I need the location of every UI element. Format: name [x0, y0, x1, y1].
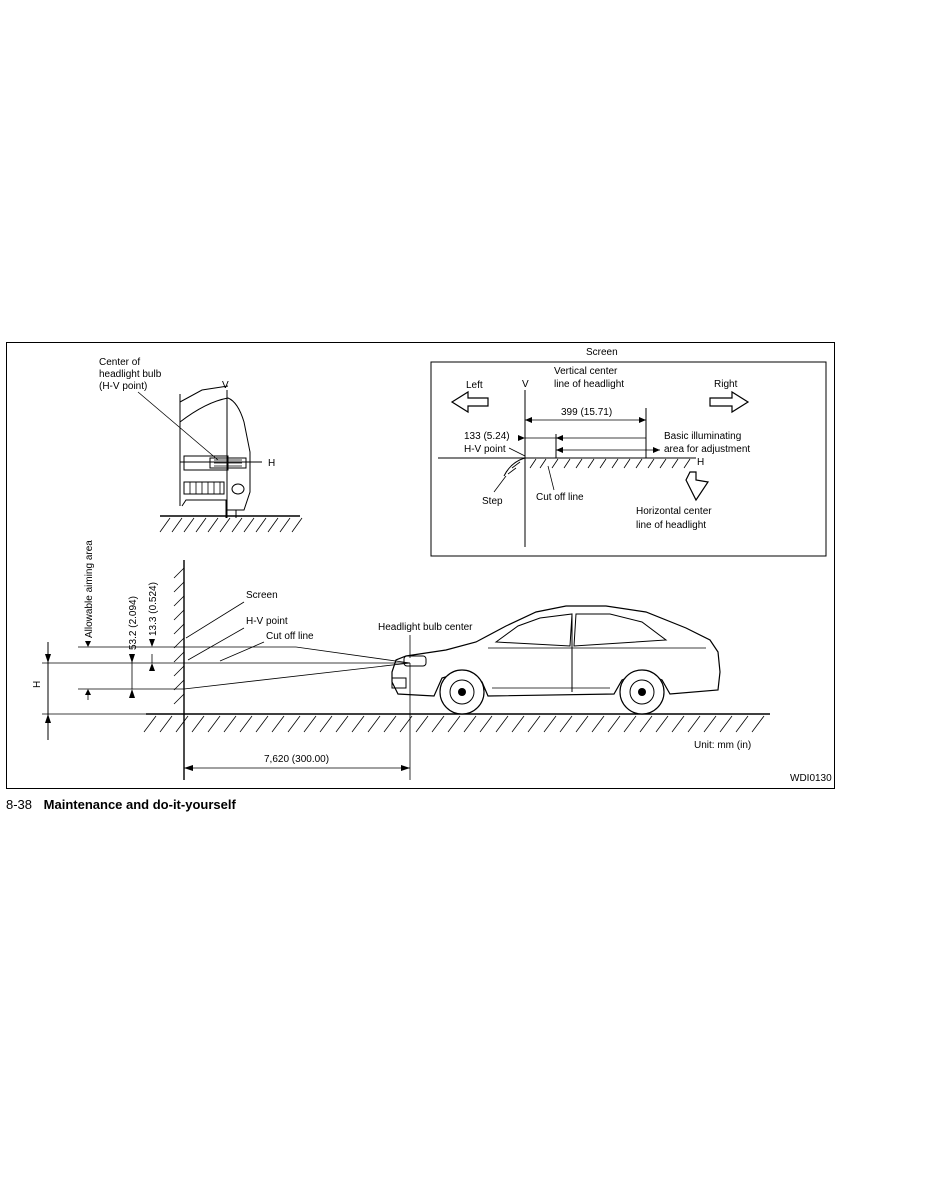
dim-13: 13.3 (0.524): [148, 582, 159, 636]
figure-frame: [6, 342, 835, 789]
center-label-line2: headlight bulb: [99, 369, 162, 380]
dim-53: 53.2 (2.094): [128, 596, 139, 650]
inset-h-label: H: [697, 457, 704, 468]
sedan-outline: [391, 605, 721, 697]
front-view: Center of headlight bulb (H-V point) V H: [99, 357, 303, 533]
inset-cut-off-line: Cut off line: [536, 492, 584, 503]
allowable-aiming-area: Allowable aiming area: [84, 540, 95, 638]
basic-area-line1: Basic illuminating: [664, 431, 741, 442]
basic-area-line2: area for adjustment: [664, 444, 750, 455]
vertical-center-line1: Vertical center: [554, 366, 618, 377]
inset-v-label: V: [522, 379, 529, 390]
side-view: H Allowable aiming area 53.2 (2.094) 13.…: [32, 540, 832, 784]
page-number: 8-38: [6, 797, 33, 812]
inset-right-label: Right: [714, 379, 738, 390]
section-title: Maintenance and do-it-yourself: [43, 797, 236, 812]
dim-399: 399 (15.71): [561, 407, 612, 418]
unit-label: Unit: mm (in): [694, 740, 751, 751]
inset-left-label: Left: [466, 380, 483, 391]
front-h-label: H: [268, 458, 275, 469]
horizontal-center-line2: line of headlight: [636, 520, 706, 531]
side-h-label: H: [32, 681, 43, 688]
side-screen-label: Screen: [246, 590, 278, 601]
dim-133: 133 (5.24): [464, 431, 510, 442]
center-label-line1: Center of: [99, 357, 140, 368]
front-v-label: V: [222, 380, 229, 391]
headlight-aiming-figure: Center of headlight bulb (H-V point) V H…: [6, 342, 835, 789]
side-cut-off-line-label: Cut off line: [266, 631, 314, 642]
inset-title: Screen: [586, 347, 618, 358]
figure-code: WDI0130: [790, 773, 832, 784]
center-label-line3: (H-V point): [99, 381, 147, 392]
page-footer: 8-38 Maintenance and do-it-yourself: [6, 797, 236, 815]
distance-label: 7,620 (300.00): [264, 754, 329, 765]
side-hv-point-label: H-V point: [246, 616, 288, 627]
headlight-bulb-center-label: Headlight bulb center: [378, 622, 473, 633]
vertical-center-line2: line of headlight: [554, 379, 624, 390]
step-label: Step: [482, 496, 503, 507]
horizontal-center-line1: Horizontal center: [636, 506, 712, 517]
inset-hv-point: H-V point: [464, 444, 506, 455]
screen-inset: Screen Left Right V Vertical center line…: [430, 347, 827, 557]
